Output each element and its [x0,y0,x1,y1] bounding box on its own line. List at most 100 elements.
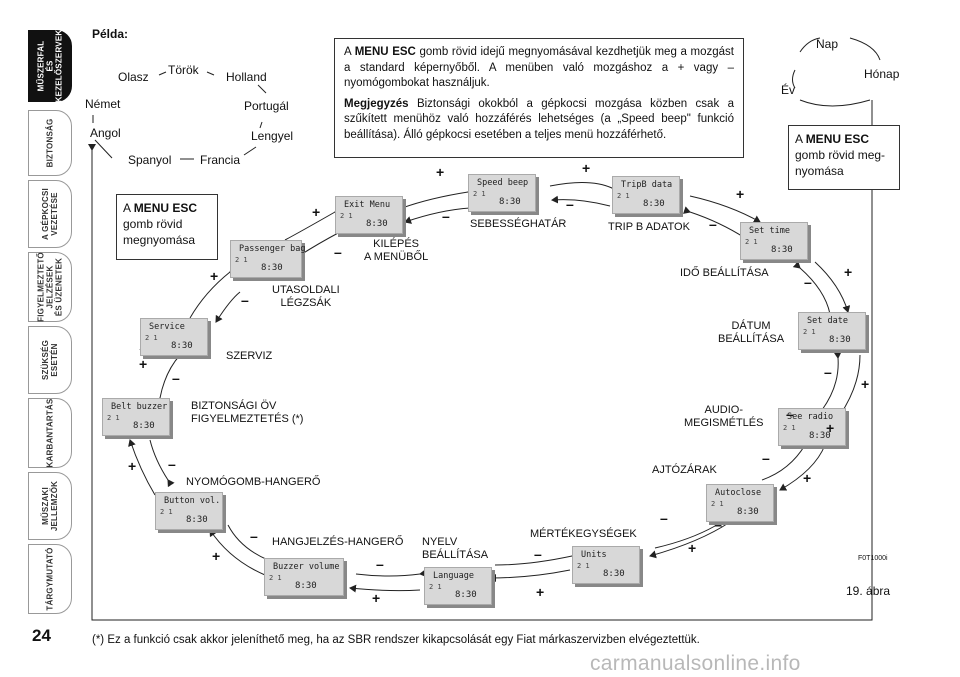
lcd-time: 8:30 [455,590,477,600]
language-item: Angol [90,126,121,140]
lcd-text: Service [149,322,185,332]
lcd-sub: 2 1 [577,562,590,570]
info-text: Biztonsági okokból a gépkocsi mozgása kö… [344,97,734,141]
info-text: gomb rövid idejű megnyomásával kezdhetjü… [344,46,735,89]
box-text: gomb rövid megnyomása [123,217,196,247]
label-see-radio: AUDIO- MEGISMÉTLÉS [684,404,764,429]
minus-sign: – [250,528,258,544]
lcd-sub: 2 1 [783,424,796,432]
lcd-time: 8:30 [186,515,208,525]
lcd-text: Set date [807,316,848,326]
minus-sign: – [442,208,450,224]
tab-targymutato[interactable]: TÁRGYMUTATÓ [28,544,72,614]
chapter-tabs: MŰSZERFAL ÉS KEZELŐSZERVEK BIZTONSÁG A G… [0,0,82,677]
minus-sign: – [786,406,794,422]
lcd-time: 8:30 [809,431,831,441]
language-item: Portugál [244,99,289,113]
box-text: gomb rövid meg- nyomása [795,148,886,178]
plus-sign: + [128,458,137,474]
tab-muszerfal[interactable]: MŰSZERFAL ÉS KEZELŐSZERVEK [28,30,72,102]
date-cycle-ev: Év [781,83,796,97]
minus-sign: – [762,450,770,466]
lcd-sub: 2 1 [235,256,248,264]
lcd-text: Language [433,571,474,581]
lcd-sub: 2 1 [340,212,353,220]
plus-sign: + [312,204,321,220]
lcd-sub: 2 1 [617,192,630,200]
label-belt-buzzer: BIZTONSÁGI ÖV FIGYELMEZTETÉS (*) [191,400,304,425]
language-item: Lengyel [251,129,294,143]
plus-sign: + [536,584,545,600]
tab-figyelmezteto[interactable]: FIGYELMEZTETŐ JELZÉSEK ÉS ÜZENETEK [28,252,72,322]
footnote: (*) Ez a funkció csak akkor jeleníthető … [92,634,700,646]
lcd-buzzer-volume: Buzzer volume 2 1 8:30 [264,558,344,596]
box-bold: MENU ESC [805,132,870,146]
lcd-text: Button vol. [164,496,221,506]
label-tripb-data: TRIP B ADATOK [608,221,690,233]
lcd-text: Buzzer volume [273,562,340,572]
lcd-time: 8:30 [295,581,317,591]
plus-sign: + [139,356,148,372]
figure-code: F0T1000i [858,555,888,562]
page-number: 24 [32,626,51,645]
plus-sign: + [826,420,835,436]
example-label: Példa: [92,27,129,41]
tab-biztonsag[interactable]: BIZTONSÁG [28,110,72,176]
language-item: Török [168,63,199,77]
label-buzzer-volume: HANGJELZÉS-HANGERŐ [272,536,404,548]
info-box: A MENU ESC gomb rövid idejű megnyomásáva… [334,38,744,158]
lcd-sub: 2 1 [269,574,282,582]
label-language: NYELV BEÁLLÍTÁSA [422,536,489,561]
info-paragraph-1: A MENU ESC gomb rövid idejű megnyomásáva… [344,45,734,92]
watermark: carmanualsonline.info [590,652,801,675]
date-cycle-honap: Hónap [864,67,900,81]
lcd-see-radio: See radio 2 1 8:30 [778,408,846,446]
tab-szukseg-eseten[interactable]: SZÜKSÉG ESETÉN [28,326,72,394]
language-item: Német [85,97,121,111]
minus-sign: – [334,244,342,260]
minus-sign: – [566,196,574,212]
lcd-sub: 2 1 [473,190,486,198]
label-autoclose: AJTÓZÁRAK [652,464,717,476]
lcd-time: 8:30 [171,341,193,351]
lcd-time: 8:30 [366,219,388,229]
plus-sign: + [688,540,697,556]
lcd-text: See radio [787,412,834,422]
lcd-sub: 2 1 [711,500,724,508]
menu-esc-box-left: A MENU ESC gomb rövid megnyomása [116,194,218,260]
language-item: Spanyol [128,153,172,167]
lcd-text: Belt buzzer [111,402,168,412]
tab-karbantartas[interactable]: KARBANTARTÁS [28,398,72,468]
lcd-time: 8:30 [603,569,625,579]
plus-sign: + [844,264,853,280]
plus-sign: + [803,470,812,486]
minus-sign: – [824,364,832,380]
minus-sign: – [804,274,812,290]
plus-sign: + [210,268,219,284]
label-exit-menu: KILÉPÉS A MENÜBŐL [364,238,429,263]
tab-muszaki-jellemzok[interactable]: MŰSZAKI JELLEMZŐK [28,472,72,540]
figure-caption: 19. ábra [846,584,891,598]
minus-sign: – [172,370,180,386]
lcd-sub: 2 1 [429,583,442,591]
lcd-text: Passenger bag [239,244,306,254]
lcd-time: 8:30 [771,245,793,255]
date-cycle-nap: Nap [816,37,839,51]
lcd-time: 8:30 [499,197,521,207]
minus-sign: – [709,216,717,232]
lcd-sub: 2 1 [107,414,120,422]
menu-esc-box-right: A MENU ESC gomb rövid meg- nyomása [788,125,900,190]
label-passenger-bag: UTASOLDALI LÉGZSÁK [272,284,340,309]
lcd-text: Autoclose [715,488,762,498]
plus-sign: + [861,376,870,392]
tab-gepkocsi-vezetese[interactable]: A GÉPKOCSI VEZETÉSE [28,180,72,248]
info-bold: MENU ESC [354,46,416,58]
